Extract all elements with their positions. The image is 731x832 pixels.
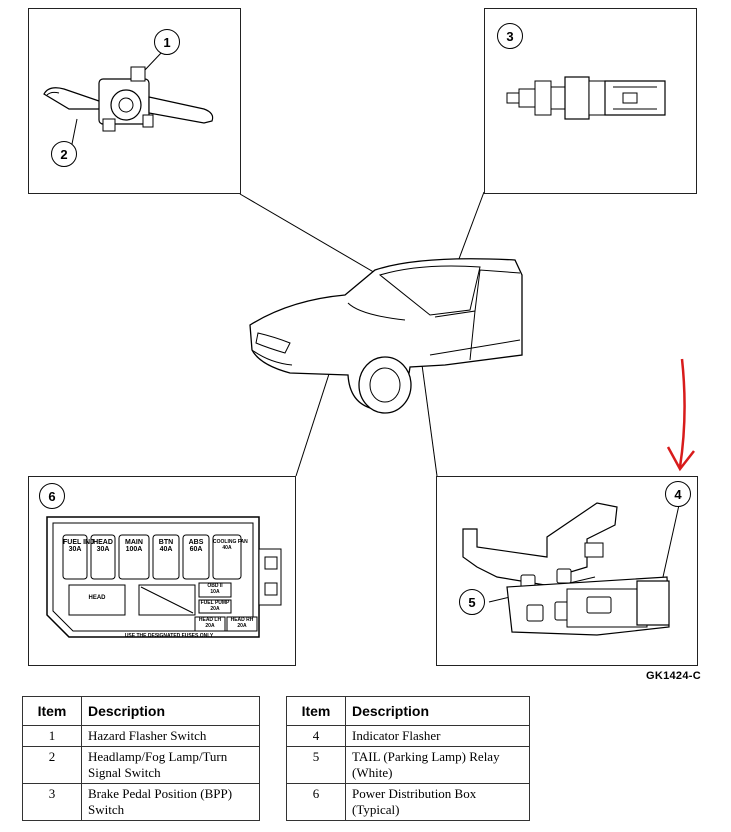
figure-code: GK1424-C [646,670,701,682]
table-cell-description: Brake Pedal Position (BPP) Switch [81,783,260,821]
callout-6: 6 [39,483,65,509]
table-cell-item: 3 [22,783,82,821]
table-row: 1 Hazard Flasher Switch [22,725,260,747]
callout-5: 5 [459,589,485,615]
fuse-label-fuel-inj: FUEL INJ 30A [63,539,94,553]
table-cell-item: 5 [286,746,346,784]
table-header-row: Item Description [286,696,530,726]
car-illustration [249,258,523,414]
column-header-item: Item [22,696,82,726]
multifunction-switch-illustration [43,51,214,150]
callout-1: 1 [154,29,180,55]
table-cell-item: 1 [22,725,82,747]
fuse-label-abs: ABS 60A [188,539,204,553]
callout-3: 3 [497,23,523,49]
column-header-description: Description [81,696,260,726]
legend-table-left: Item Description 1 Hazard Flasher Switch… [22,696,260,821]
fuse-label-head-rh: HEAD RH 20A [230,617,254,629]
detail-box-flasher: 4 5 [436,476,698,666]
table-row: 4 Indicator Flasher [286,725,530,747]
table-row: 6 Power Distribution Box (Typical) [286,783,530,821]
fuse-label-head: HEAD 30A [93,539,113,553]
legend-table-right: Item Description 4 Indicator Flasher 5 T… [286,696,530,821]
table-cell-description: Power Distribution Box (Typical) [345,783,530,821]
fuse-label-main: MAIN 100A [125,539,143,553]
table-cell-description: Headlamp/Fog Lamp/Turn Signal Switch [81,746,260,784]
fuse-label-head-lh: HEAD LH 20A [198,617,222,629]
table-header-row: Item Description [22,696,260,726]
table-row: 3 Brake Pedal Position (BPP) Switch [22,783,260,821]
fuse-label-cooling-fan: COOLING FAN 40A [213,539,248,551]
table-cell-description: Hazard Flasher Switch [81,725,260,747]
table-row: 2 Headlamp/Fog Lamp/Turn Signal Switch [22,746,260,784]
table-cell-description: Indicator Flasher [345,725,530,747]
table-cell-description: TAIL (Parking Lamp) Relay (White) [345,746,530,784]
fuse-label-obd: OBD II 10A [207,583,223,595]
callout-2: 2 [51,141,77,167]
detail-box-bpp-switch: 3 [484,8,697,194]
red-annotation-arrow [666,358,695,472]
column-header-description: Description [345,696,530,726]
column-header-item: Item [286,696,346,726]
fuse-label-btn: BTN 40A [158,539,174,553]
table-cell-item: 6 [286,783,346,821]
table-cell-item: 4 [286,725,346,747]
flasher-bracket-illustration [462,502,680,636]
fuse-box-outline [46,516,282,638]
detail-box-power-distribution: 6 FUEL INJ 30A HEAD 30A MAIN 100A BTN 40… [28,476,296,666]
bpp-switch-illustration [506,76,666,120]
fuse-label-fuel-pump: FUEL PUMP 20A [200,600,230,612]
fuse-box-note: USE THE DESIGNATED FUSES ONLY [124,633,214,639]
detail-box-switch: 1 2 [28,8,241,194]
table-row: 5 TAIL (Parking Lamp) Relay (White) [286,746,530,784]
fuse-label-head-relay: HEAD [88,595,106,601]
callout-4: 4 [665,481,691,507]
table-cell-item: 2 [22,746,82,784]
